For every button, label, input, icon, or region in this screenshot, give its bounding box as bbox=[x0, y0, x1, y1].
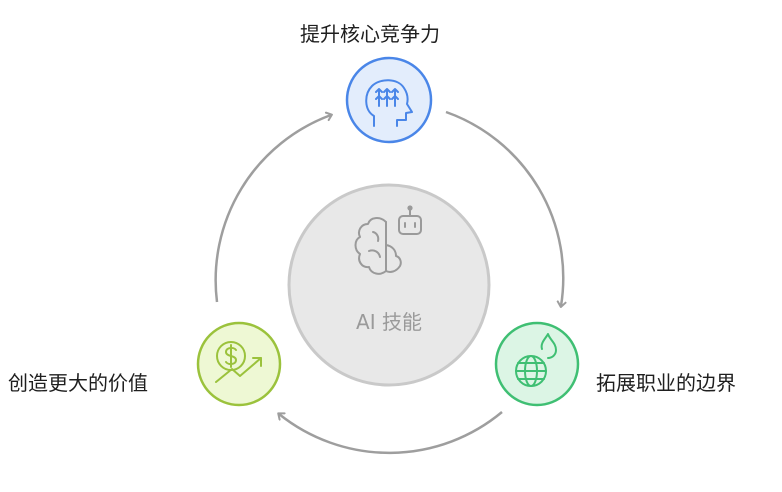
node-right bbox=[494, 321, 580, 407]
arrow-top-to-right bbox=[445, 110, 567, 308]
node-top bbox=[345, 56, 433, 144]
brain-robot-icon bbox=[354, 205, 422, 275]
globe-flame-icon bbox=[515, 333, 557, 387]
label-top: 提升核心竞争力 bbox=[300, 22, 440, 46]
center-label: AI 技能 bbox=[356, 310, 422, 334]
dollar-growth-icon bbox=[215, 341, 262, 383]
center-node: AI 技能 bbox=[287, 183, 491, 387]
arrow-left-to-top bbox=[214, 111, 333, 303]
node-left bbox=[196, 321, 282, 407]
label-right: 拓展职业的边界 bbox=[596, 371, 736, 395]
arrow-right-to-left bbox=[277, 411, 503, 455]
label-left: 创造更大的价值 bbox=[8, 371, 148, 395]
head-arrows-up-icon bbox=[365, 79, 413, 127]
